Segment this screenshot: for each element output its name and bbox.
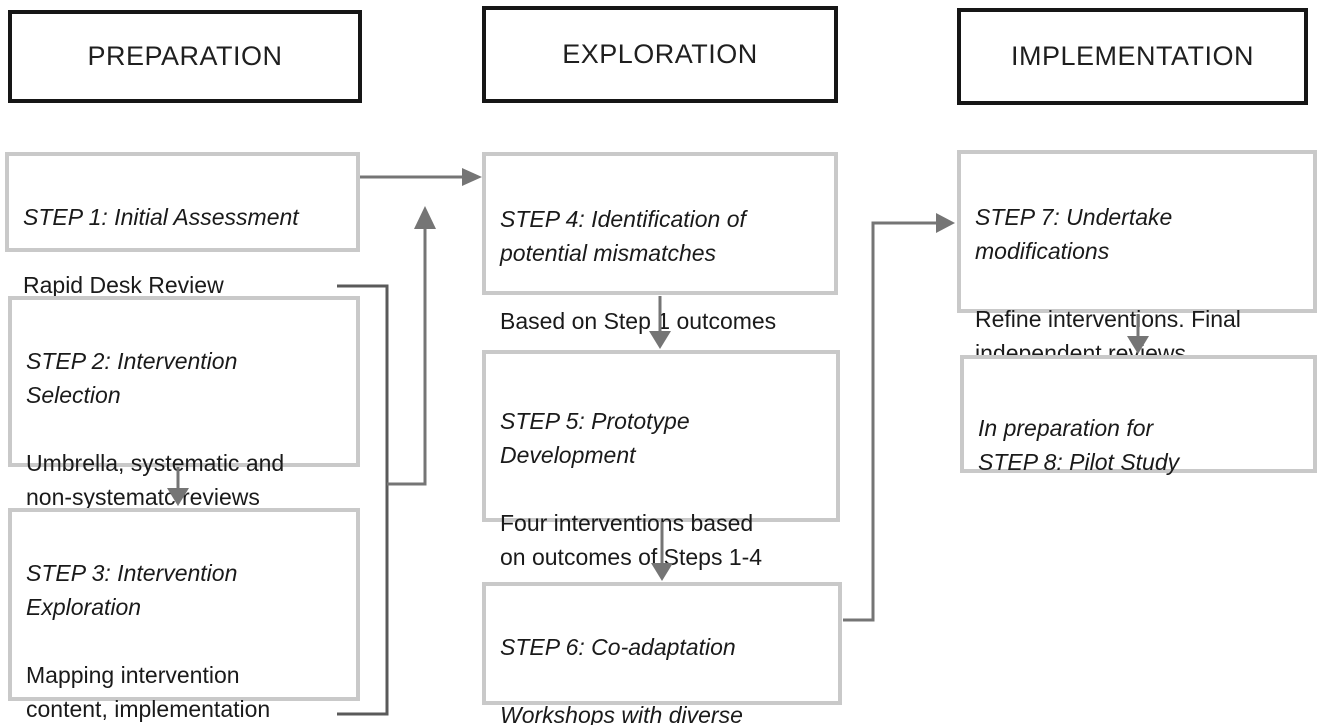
step-box-2: STEP 2: Intervention Selection Umbrella,… — [8, 296, 360, 510]
phase-header-implementation-label: IMPLEMENTATION — [1010, 41, 1254, 71]
phase-header-preparation-label: PREPARATION — [87, 41, 283, 71]
step-box-1: STEP 1: Initial Assessment Rapid Desk Re… — [5, 152, 360, 298]
step7-title: STEP 7: Undertake modifications — [975, 204, 1173, 264]
step-box-8: In preparation for STEP 8: Pilot Study — [960, 355, 1317, 475]
arrow-steps23-to-step4 — [387, 206, 436, 486]
step6-title: STEP 6: Co-adaptation — [500, 634, 736, 660]
phase-header-implementation: IMPLEMENTATION — [957, 8, 1308, 105]
step8-title: In preparation for STEP 8: Pilot Study — [978, 415, 1180, 475]
step5-title: STEP 5: Prototype Development — [500, 408, 690, 468]
step1-body: Rapid Desk Review — [23, 272, 224, 298]
step-box-6: STEP 6: Co-adaptation Workshops with div… — [482, 582, 842, 725]
step4-title: STEP 4: Identification of potential mism… — [500, 206, 746, 266]
step5-body: Four interventions based on outcomes of … — [500, 510, 763, 570]
step1-title: STEP 1: Initial Assessment — [23, 204, 299, 230]
step2-title: STEP 2: Intervention Selection — [26, 348, 238, 408]
step4-body: Based on Step 1 outcomes — [500, 308, 777, 334]
step2-body: Umbrella, systematic and non-systematc r… — [26, 450, 285, 510]
phase-header-exploration: EXPLORATION — [482, 6, 838, 103]
step3-title: STEP 3: Intervention Exploration — [26, 560, 238, 620]
phase-header-preparation: PREPARATION — [8, 10, 362, 103]
step6-body: Workshops with diverse stakeholders — [500, 702, 743, 725]
step3-body: Mapping intervention content, implementa… — [26, 662, 271, 722]
step-box-4: STEP 4: Identification of potential mism… — [482, 152, 838, 334]
step-box-3: STEP 3: Intervention Exploration Mapping… — [8, 508, 360, 722]
phase-header-exploration-label: EXPLORATION — [562, 39, 758, 69]
step-box-5: STEP 5: Prototype Development Four inter… — [482, 350, 840, 570]
arrow-step1-to-step4 — [360, 168, 482, 186]
step-box-7: STEP 7: Undertake modifications Refine i… — [957, 150, 1317, 366]
arrow-step6-to-step7 — [843, 213, 955, 622]
